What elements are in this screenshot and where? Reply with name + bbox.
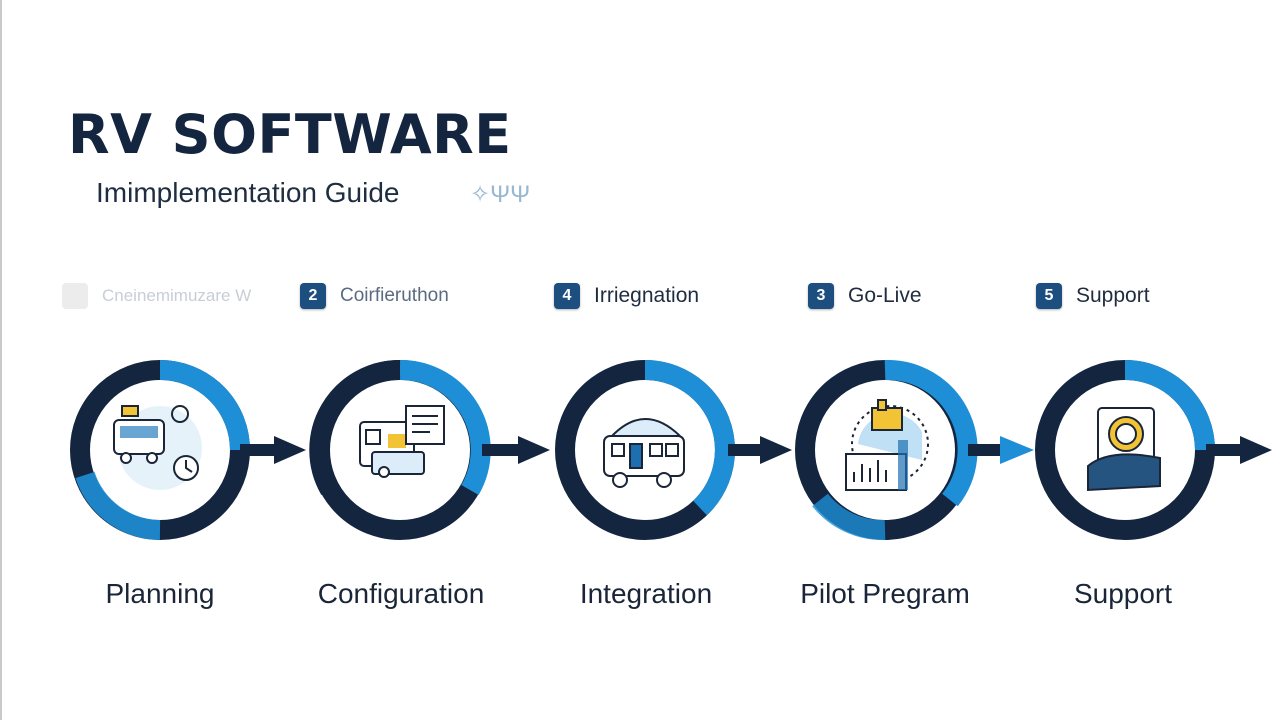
step-header-2: 2 Coirfieruthon — [300, 280, 449, 312]
hand-support-icon — [1087, 407, 1161, 492]
stage-circle-3 — [555, 360, 735, 540]
stage-circle-5 — [1035, 360, 1215, 540]
step-header-5: 5 Support — [1036, 280, 1150, 312]
page-border — [0, 0, 2, 720]
stage-name-2: Configuration — [317, 578, 485, 609]
arrow-3 — [728, 436, 792, 464]
rv-planning-icon — [113, 405, 202, 490]
arrow-4 — [968, 436, 1034, 464]
stage-name-3: Integration — [579, 578, 713, 609]
step-number — [62, 283, 88, 309]
step-number: 5 — [1036, 283, 1062, 309]
step-label: Go-Live — [848, 284, 922, 307]
step-number: 3 — [808, 283, 834, 309]
process-flow — [70, 359, 1272, 541]
page-title: RV SOFTWARE — [68, 103, 512, 166]
step-number: 4 — [554, 283, 580, 309]
step-number: 2 — [300, 283, 326, 309]
stage-circle-2 — [309, 359, 491, 540]
page-subtitle: Imimplementation Guide — [96, 177, 400, 208]
sparkle-icon: ✧ΨΨ — [470, 181, 531, 208]
step-header-3: 4 Irriegnation — [554, 280, 699, 312]
pilot-dashboard-icon — [845, 399, 929, 491]
arrow-1 — [240, 436, 306, 464]
arrow-2 — [482, 436, 550, 464]
step-label: Irriegnation — [594, 284, 700, 307]
stage-name-4: Pilot Pregram — [800, 578, 970, 609]
step-label: Cneinemimuzare W — [102, 286, 252, 305]
step-header-4: 3 Go-Live — [808, 280, 922, 312]
step-label: Coirfieruthon — [340, 285, 449, 306]
step-header-1: Cneinemimuzare W — [62, 280, 251, 312]
step-label: Support — [1076, 284, 1150, 307]
stage-name-1: Planning — [105, 578, 215, 609]
config-screens-icon — [359, 405, 445, 478]
stage-name-5: Support — [1073, 578, 1173, 609]
arrow-5 — [1206, 436, 1272, 464]
stage-circle-4 — [795, 359, 978, 541]
rv-integration-icon — [603, 418, 685, 488]
